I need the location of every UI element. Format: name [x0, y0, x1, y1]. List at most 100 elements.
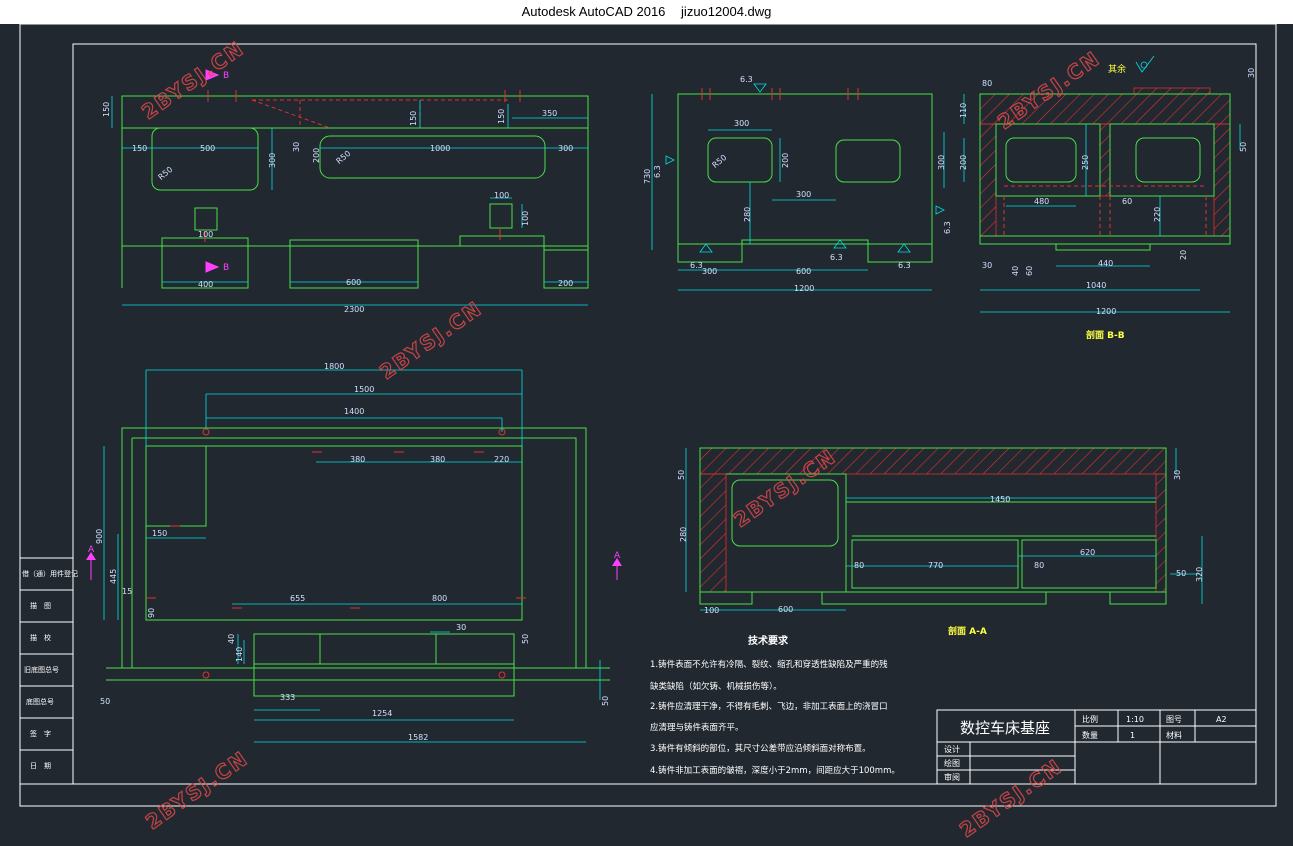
- dimension-label: 20: [1179, 250, 1188, 260]
- title-cell: 1: [1130, 731, 1135, 740]
- dimension-label: 80: [854, 561, 864, 570]
- dimension-label: 220: [1153, 207, 1162, 222]
- dimension-label: 480: [1034, 197, 1049, 206]
- dimension-label: 770: [928, 561, 943, 570]
- dimension-label: 333: [280, 693, 295, 702]
- section-arrow-icon: [612, 558, 622, 566]
- section-arrow-icon: [205, 69, 220, 81]
- title-cell: 图号: [1166, 715, 1182, 724]
- requirement-line: 4.铸件非加工表面的皱褶，深度小于2mm，间距应大于100mm。: [650, 765, 900, 776]
- section-arrow-icon: [205, 261, 220, 273]
- dimension-label: 110: [959, 103, 968, 118]
- dimension-label: 730: [643, 169, 652, 184]
- dimension-label: 30: [1173, 470, 1182, 480]
- file-title: jizuo12004.dwg: [681, 4, 772, 19]
- dimension-label: 380: [430, 455, 445, 464]
- dimension-label: 380: [350, 455, 365, 464]
- dimension-label: 1450: [990, 495, 1010, 504]
- dimension-label: 800: [432, 594, 447, 603]
- dimension-label: 440: [1098, 259, 1113, 268]
- side-table-cell: 底图总号: [26, 697, 54, 706]
- dimension-label: 300: [268, 153, 277, 168]
- dimension-label: 15: [122, 587, 132, 596]
- watermark-text: 2BYSJ.CN: [955, 754, 1067, 842]
- dimension-label: 250: [1081, 155, 1090, 170]
- section-a-a[interactable]: 50 30 1450 280 620 80 770 80 50 320 100 …: [677, 447, 1204, 637]
- dimension-label: 50: [601, 696, 610, 706]
- requirement-line: 3.铸件有倾斜的部位，其尺寸公差带应沿倾斜面对称布置。: [650, 743, 871, 754]
- requirements-heading: 技术要求: [748, 634, 789, 647]
- dimension-label: 150: [152, 529, 167, 538]
- dimension-label: 1800: [324, 362, 344, 371]
- dimension-label: 300: [937, 155, 946, 170]
- dimension-label: 200: [959, 155, 968, 170]
- dimension-label: 500: [200, 144, 215, 153]
- dimension-label: R50: [711, 153, 729, 170]
- dimension-label: 50: [1239, 142, 1248, 152]
- side-table-cell: 描 校: [30, 633, 51, 642]
- dimension-label: 1254: [372, 709, 392, 718]
- roughness-label: 6.3: [943, 221, 952, 234]
- section-label: 剖面 A-A: [948, 625, 987, 637]
- dimension-label: 140: [235, 647, 244, 662]
- section-mark: A: [614, 551, 621, 561]
- dimension-label: 220: [494, 455, 509, 464]
- side-table-cell: 签 字: [30, 729, 51, 738]
- dimension-label: 300: [734, 119, 749, 128]
- watermark-text: 2BYSJ.CN: [141, 746, 253, 834]
- title-cell: A2: [1216, 715, 1227, 724]
- dimension-label: 150: [132, 144, 147, 153]
- dimension-label: 1500: [354, 385, 374, 394]
- dimension-label: 80: [1034, 561, 1044, 570]
- dimension-label: 400: [198, 280, 213, 289]
- dimension-label: 100: [494, 191, 509, 200]
- requirement-line: 2.铸件应清理干净，不得有毛刺、飞边，非加工表面上的浇冒口: [650, 701, 888, 712]
- dimension-label: 150: [409, 111, 418, 126]
- dimension-label: 200: [558, 279, 573, 288]
- dimension-label: 80: [982, 79, 992, 88]
- requirement-line: 缺类缺陷（如欠铸、机械损伤等）。: [650, 681, 782, 692]
- section-mark: A: [88, 545, 95, 555]
- surface-note: 其余: [1108, 63, 1126, 75]
- section-b-b[interactable]: 80 110 200 250 50 480 60 220 30 40 60 44…: [959, 55, 1256, 341]
- dimension-label: 50: [521, 634, 530, 644]
- dimension-label: 40: [1011, 266, 1020, 276]
- dimension-label: 1040: [1086, 281, 1106, 290]
- roughness-label: 6.3: [653, 165, 662, 178]
- requirement-line: 应清理与铸件表面齐平。: [650, 722, 744, 733]
- dimension-label: 50: [100, 697, 110, 706]
- watermark-text: 2BYSJ.CN: [137, 36, 249, 124]
- drawing-frame: [19, 24, 1277, 807]
- dimension-label: 300: [558, 144, 573, 153]
- dimension-label: R50: [335, 149, 353, 166]
- dimension-label: 600: [778, 605, 793, 614]
- front-view[interactable]: 150 150 500 300 30 200 1000 300 150 150 …: [102, 69, 589, 314]
- plan-view[interactable]: 1800 1500 1400 380 380 220 150 900 445 1…: [86, 362, 622, 743]
- dimension-label: 100: [704, 606, 719, 615]
- dimension-label: 150: [497, 109, 506, 124]
- drawing-canvas[interactable]: 借（通）用件登记 描 图 描 校 旧底图总号 底图总号 签 字 日 期: [0, 24, 1293, 846]
- dimension-label: 600: [796, 267, 811, 276]
- dimension-label: 60: [1025, 266, 1034, 276]
- dimension-label: 150: [102, 102, 111, 117]
- requirement-line: 1.铸件表面不允许有冷隔、裂纹、缩孔和穿透性缺陷及严重的残: [650, 659, 888, 670]
- side-table-cell: 旧底图总号: [24, 665, 59, 674]
- title-cell: 材料: [1166, 730, 1182, 740]
- dimension-label: 900: [95, 529, 104, 544]
- dimension-label: 280: [743, 207, 752, 222]
- dimension-label: 90: [147, 608, 156, 618]
- dimension-label: 60: [1122, 197, 1132, 206]
- dimension-label: 50: [677, 470, 686, 480]
- dimension-label: 1200: [794, 284, 814, 293]
- title-cell: 1:10: [1126, 715, 1144, 724]
- section-mark: B: [223, 263, 229, 273]
- dimension-label: 445: [109, 569, 118, 584]
- app-title: Autodesk AutoCAD 2016: [521, 4, 666, 19]
- dimension-label: 100: [198, 230, 213, 239]
- part-name: 数控车床基座: [960, 719, 1050, 737]
- dimension-label: 655: [290, 594, 305, 603]
- side-view[interactable]: 6.3 6.3 6.3 6.3 6.3 6.3 730 300 200 R50 …: [643, 75, 952, 293]
- side-table: 借（通）用件登记 描 图 描 校 旧底图总号 底图总号 签 字 日 期: [19, 557, 78, 785]
- section-arrow-icon: [86, 552, 96, 560]
- roughness-label: 6.3: [740, 75, 753, 84]
